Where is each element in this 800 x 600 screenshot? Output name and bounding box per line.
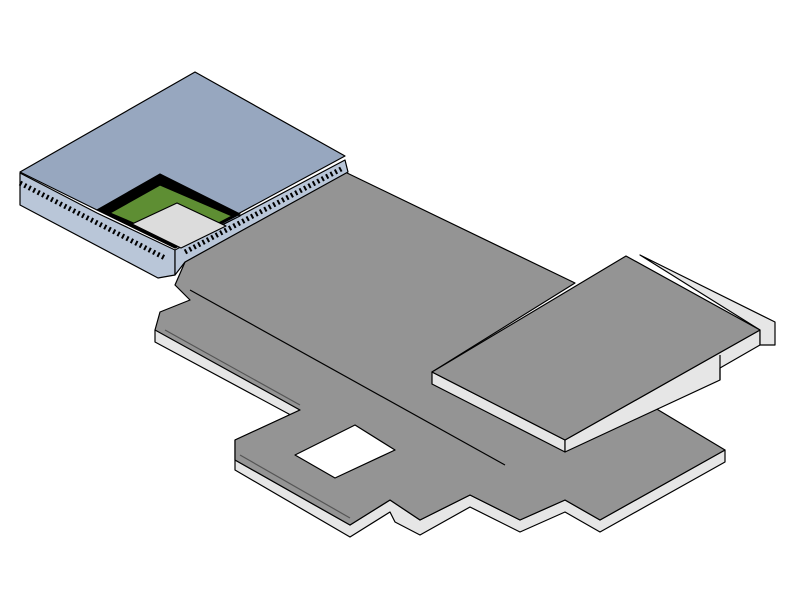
- slab-joint-line: [189, 289, 506, 466]
- raised-block-top: [431, 255, 761, 441]
- raised-block: [431, 254, 776, 453]
- courtyard-paving: [131, 202, 227, 249]
- courtyard-opening: [294, 424, 396, 479]
- slab-joint-line: [239, 454, 351, 519]
- blue-building: [18, 71, 349, 279]
- slab-joint-line: [164, 329, 301, 406]
- window-band: [18, 180, 167, 261]
- raised-block-rear-face: [639, 254, 776, 346]
